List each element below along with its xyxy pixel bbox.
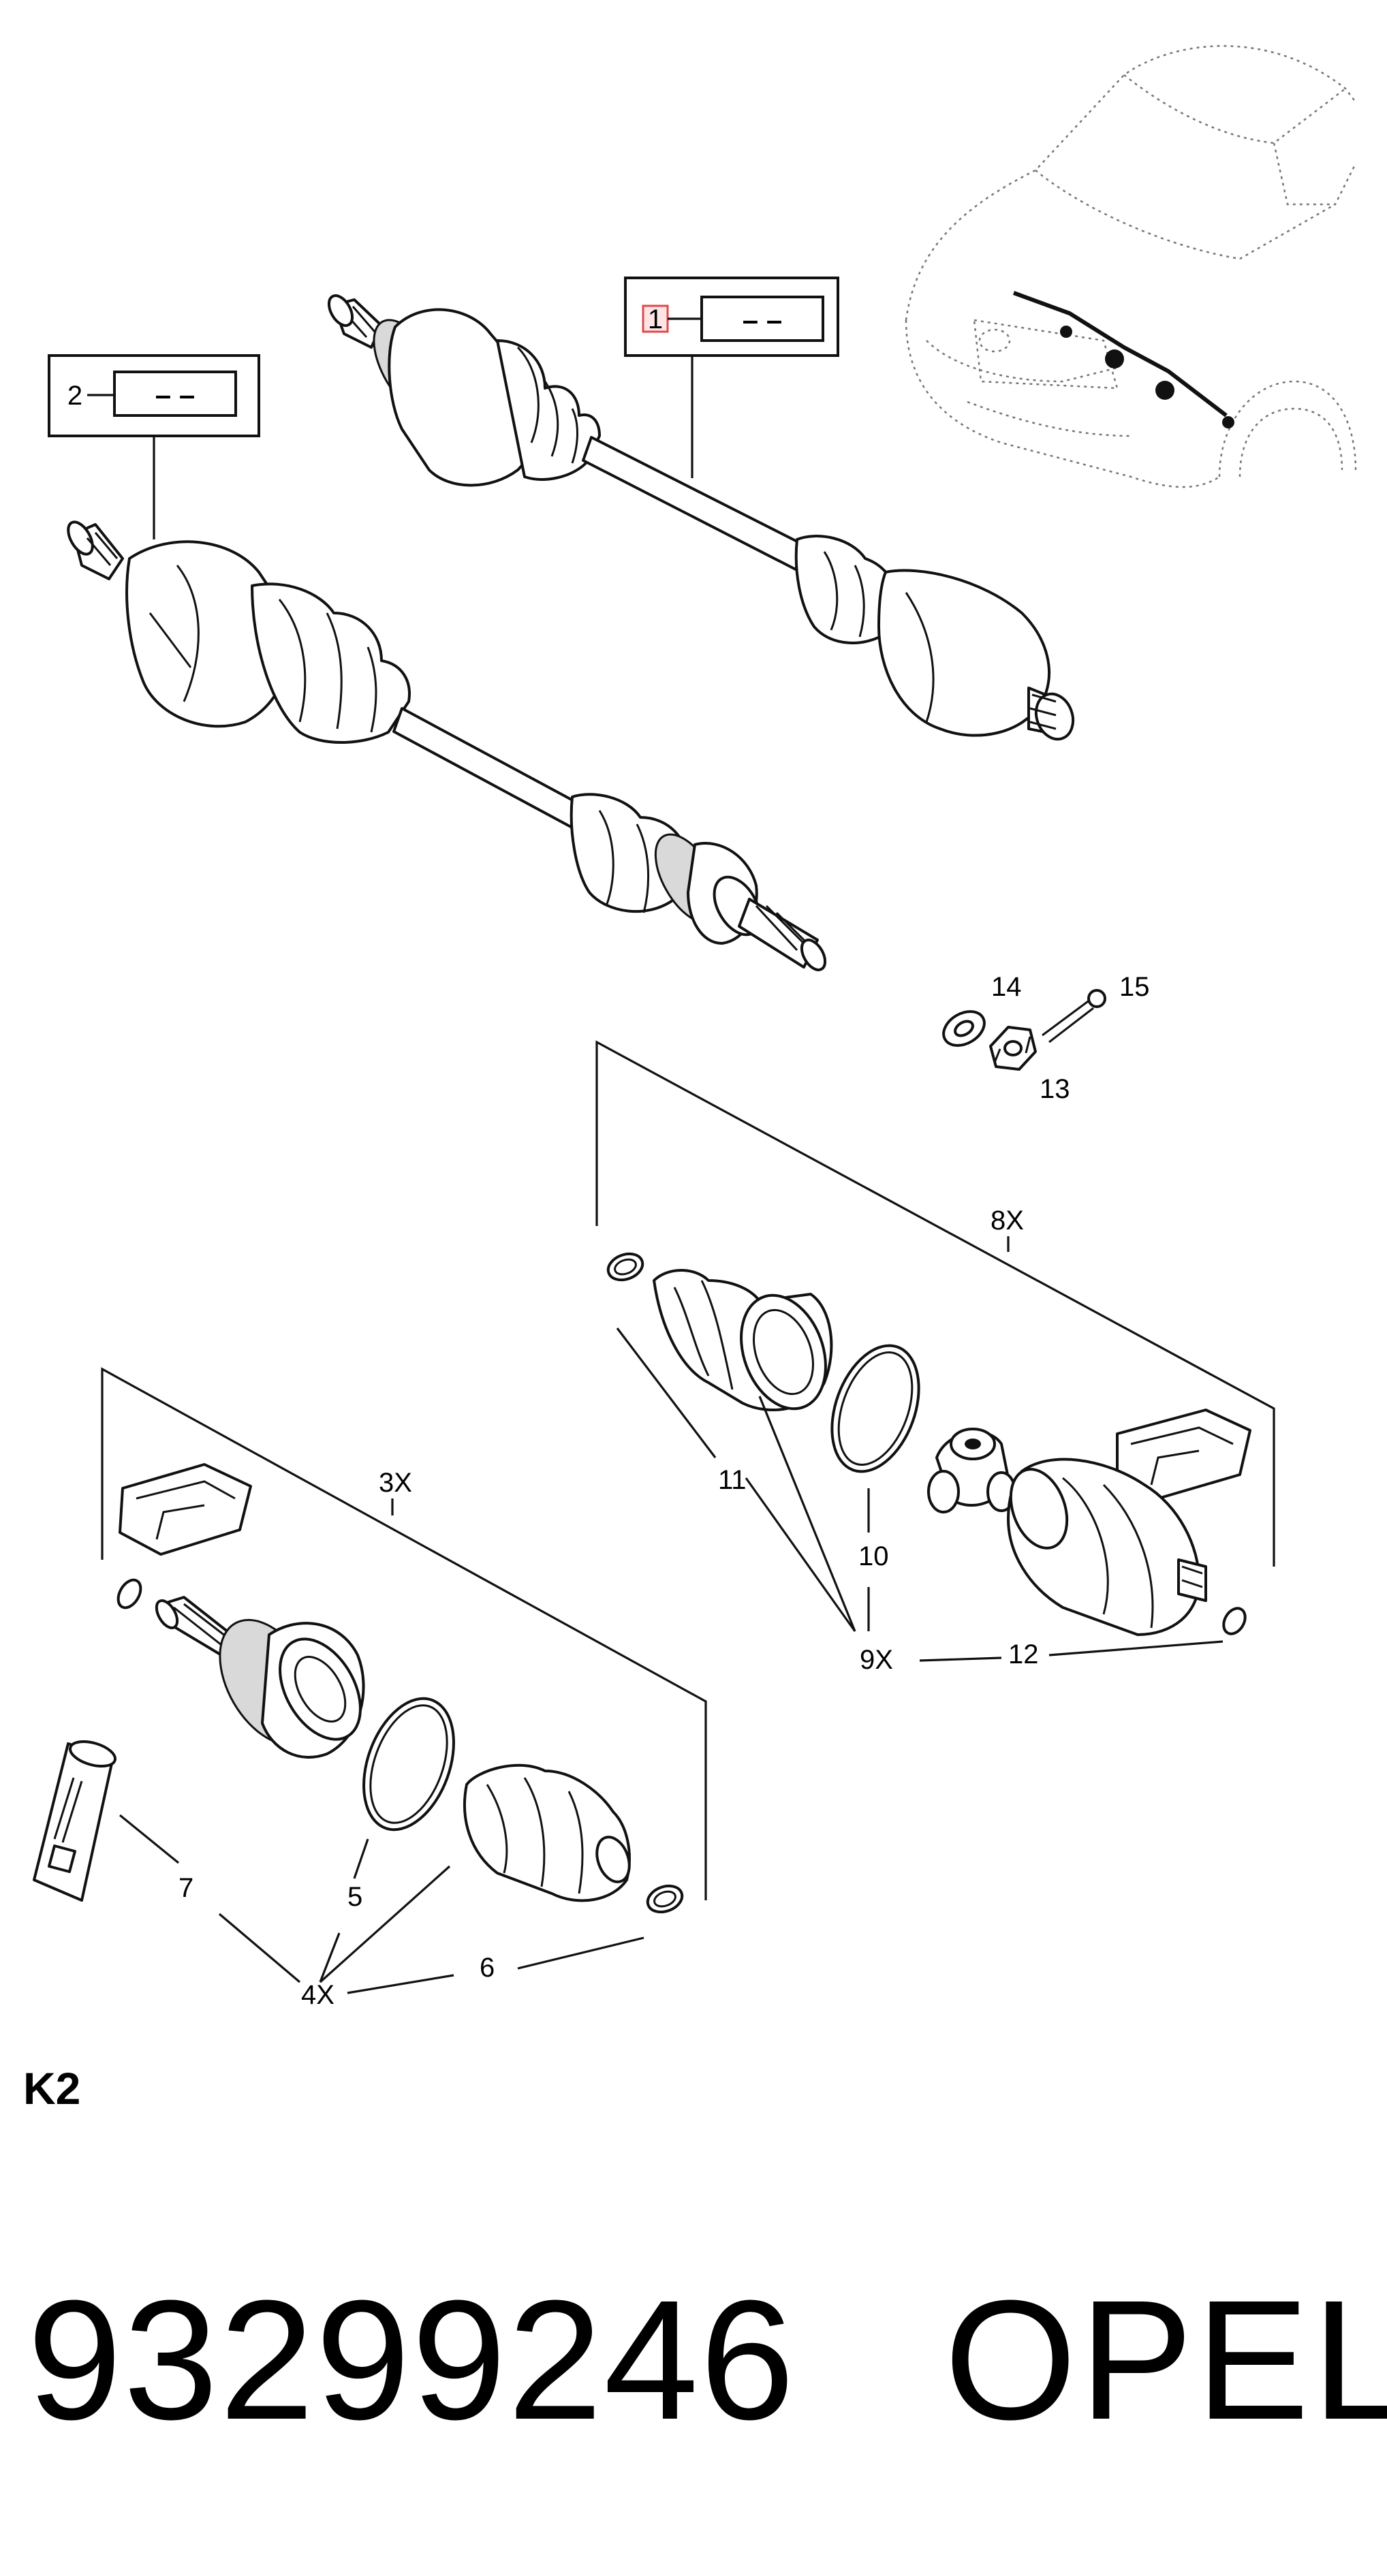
label-14: 14 [991, 972, 1022, 1002]
callout-2: 2 – – [48, 354, 260, 539]
washer-nut-pin-group: 14 15 13 [942, 972, 1150, 1104]
callout-1-value: – – [743, 304, 782, 336]
label-11: 11 [718, 1465, 747, 1495]
label-15: 15 [1119, 972, 1150, 1002]
label-12: 12 [1008, 1639, 1039, 1669]
label-3x: 3X [379, 1468, 412, 1498]
label-5: 5 [347, 1882, 362, 1912]
brand-name: OPEL [944, 2265, 1387, 2455]
kit-3x: 3X 7 5 [33, 1367, 707, 2010]
label-4x: 4X [301, 1980, 334, 2010]
kit-8x: 8X 11 10 [595, 1040, 1275, 1675]
label-9x: 9X [860, 1645, 893, 1675]
vehicle-inset [905, 45, 1357, 488]
callout-1-number: 1 [648, 304, 663, 334]
part-number: 93299246 [27, 2265, 796, 2455]
callout-2-number: 2 [67, 381, 82, 411]
label-6: 6 [480, 1953, 495, 1983]
callout-1: 1 – – [624, 277, 839, 478]
section-label: K2 [23, 2063, 81, 2114]
callout-2-value: – – [155, 379, 195, 411]
driveshaft-1 [327, 294, 1075, 741]
label-10: 10 [858, 1541, 889, 1571]
driveshaft-2 [67, 520, 827, 971]
label-8x: 8X [991, 1206, 1024, 1236]
label-13: 13 [1040, 1074, 1070, 1104]
label-7: 7 [178, 1873, 193, 1903]
